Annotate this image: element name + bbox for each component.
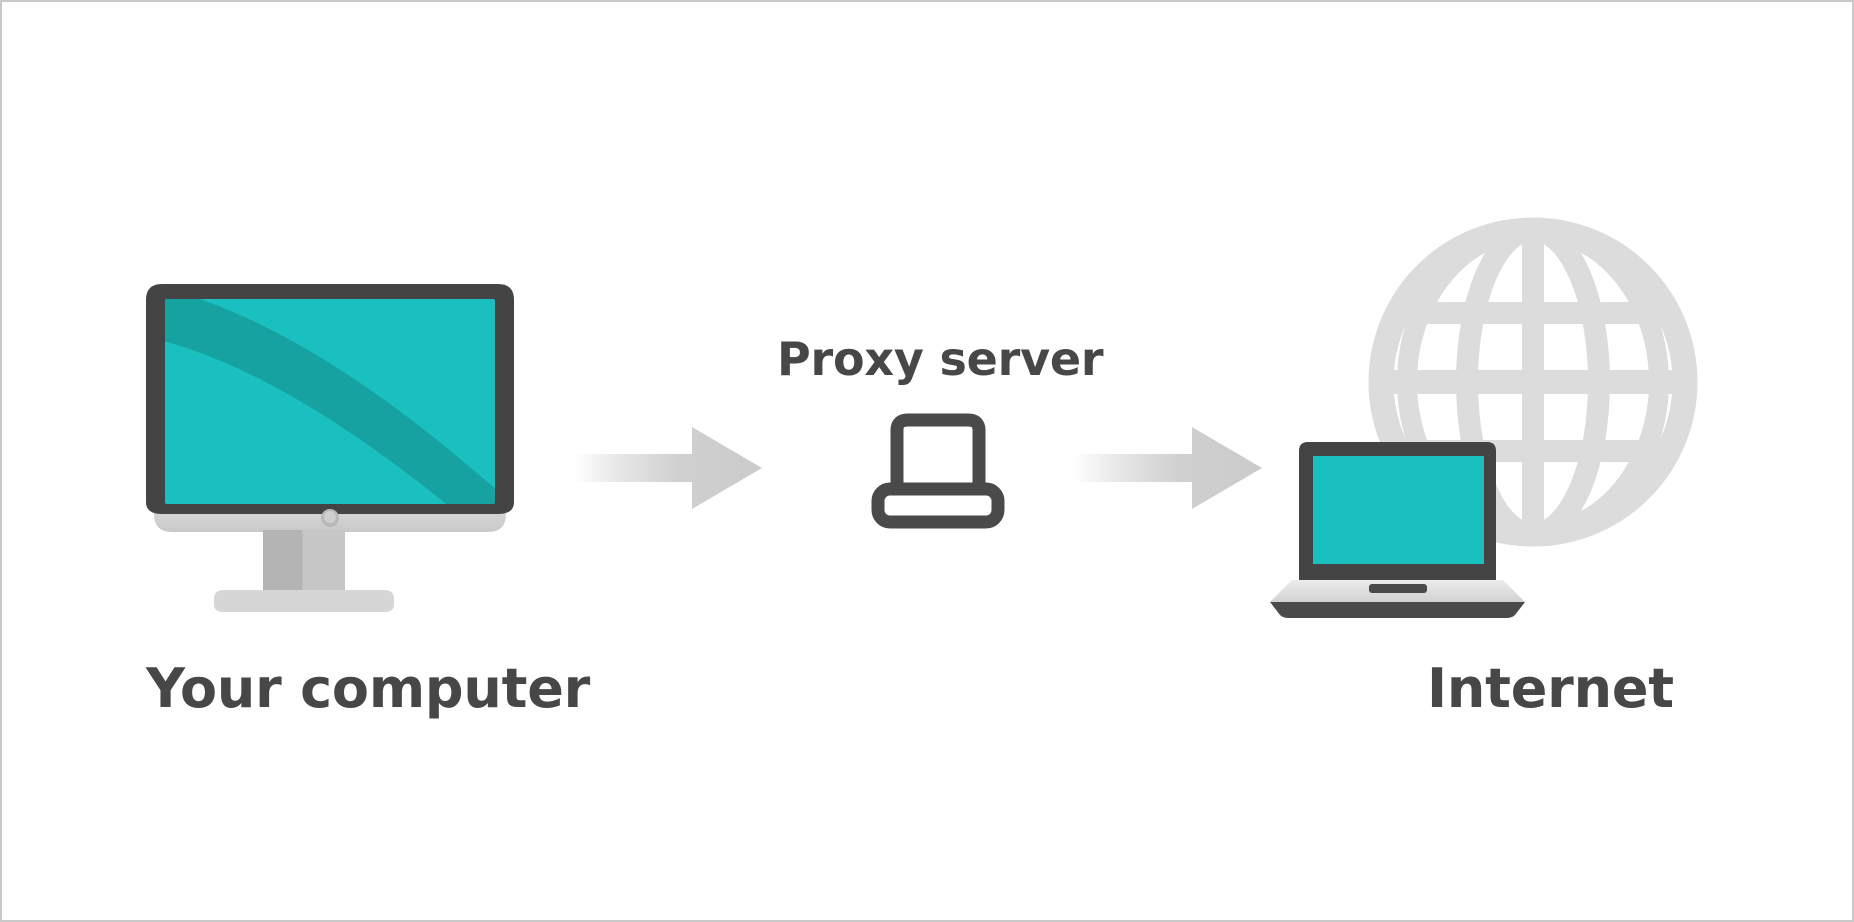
node-label-proxy-server: Proxy server xyxy=(777,332,1104,386)
node-label-your-computer: Your computer xyxy=(146,657,591,720)
arrow-right-icon-2 xyxy=(1074,427,1262,509)
arrow-right-icon-1 xyxy=(574,427,762,509)
desktop-monitor-icon xyxy=(146,284,514,612)
laptop-outline-icon xyxy=(871,413,1005,529)
globe-icon xyxy=(1368,217,1698,547)
laptop-icon xyxy=(1270,442,1525,618)
node-label-internet: Internet xyxy=(1427,657,1674,720)
